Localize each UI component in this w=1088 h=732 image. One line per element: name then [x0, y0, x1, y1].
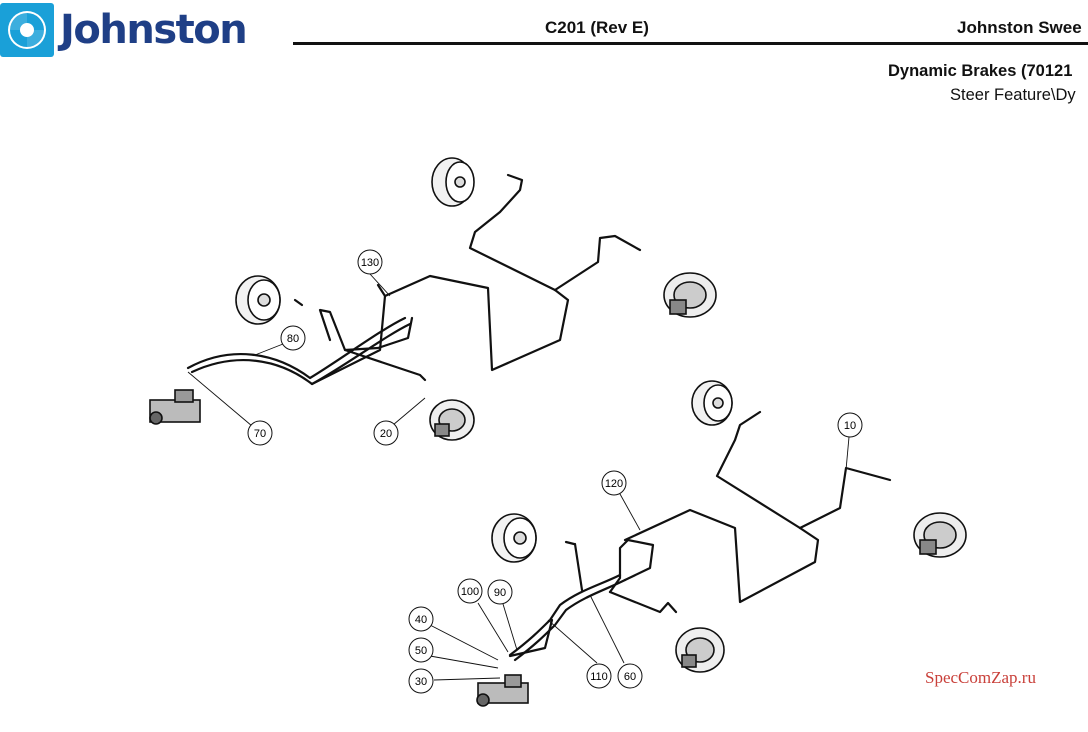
watermark: SpecComZap.ru — [925, 668, 1036, 687]
upper-top-rotor-icon — [431, 157, 475, 207]
svg-text:120: 120 — [605, 478, 623, 490]
upper-mid-caliper-icon — [429, 399, 475, 441]
section-title: Dynamic Brakes (70121 — [888, 62, 1073, 80]
svg-text:130: 130 — [361, 257, 379, 269]
callout-100: 100 — [457, 578, 483, 604]
document-code: C201 (Rev E) — [545, 18, 649, 37]
lower-right-caliper-icon — [913, 512, 967, 558]
lower-brake-lines — [508, 410, 892, 662]
svg-text:100: 100 — [461, 586, 479, 598]
callout-60: 60 — [617, 663, 643, 689]
svg-text:30: 30 — [415, 676, 427, 688]
brand-name: Johnston — [60, 7, 248, 53]
upper-left-rotor-icon — [235, 275, 281, 325]
company-name: Johnston Swee — [957, 18, 1082, 37]
upper-brake-lines — [186, 173, 642, 386]
callout-20: 20 — [373, 420, 399, 446]
johnston-logo-icon — [0, 3, 54, 57]
callout-70: 70 — [247, 420, 273, 446]
callout-30: 30 — [408, 668, 434, 694]
svg-text:90: 90 — [494, 587, 506, 599]
svg-text:40: 40 — [415, 614, 427, 626]
lower-top-rotor-icon — [691, 380, 733, 426]
callout-40: 40 — [408, 606, 434, 632]
svg-text:10: 10 — [844, 420, 856, 432]
svg-text:110: 110 — [590, 671, 608, 683]
header-rule — [293, 42, 1088, 45]
page-header: Johnston C201 (Rev E) Johnston Swee — [0, 0, 1088, 60]
callout-90: 90 — [487, 579, 513, 605]
lower-left-rotor-icon — [491, 513, 537, 563]
callout-80: 80 — [280, 325, 306, 351]
upper-right-caliper-icon — [663, 272, 717, 318]
callout-110: 110 — [586, 663, 612, 689]
svg-text:50: 50 — [415, 645, 427, 657]
svg-text:70: 70 — [254, 428, 266, 440]
callout-120: 120 — [601, 470, 627, 496]
section-subtitle: Steer Feature\Dy — [950, 86, 1076, 104]
svg-text:60: 60 — [624, 671, 636, 683]
callout-130: 130 — [357, 249, 383, 275]
svg-text:80: 80 — [287, 333, 299, 345]
callout-10: 10 — [837, 412, 863, 438]
callout-50: 50 — [408, 637, 434, 663]
lower-master-cylinder-icon — [476, 674, 529, 707]
lower-mid-caliper-icon — [675, 627, 725, 673]
svg-text:20: 20 — [380, 428, 392, 440]
brand-logo: Johnston — [0, 2, 248, 58]
callout-leaders — [187, 273, 850, 681]
upper-master-cylinder-icon — [149, 389, 201, 425]
